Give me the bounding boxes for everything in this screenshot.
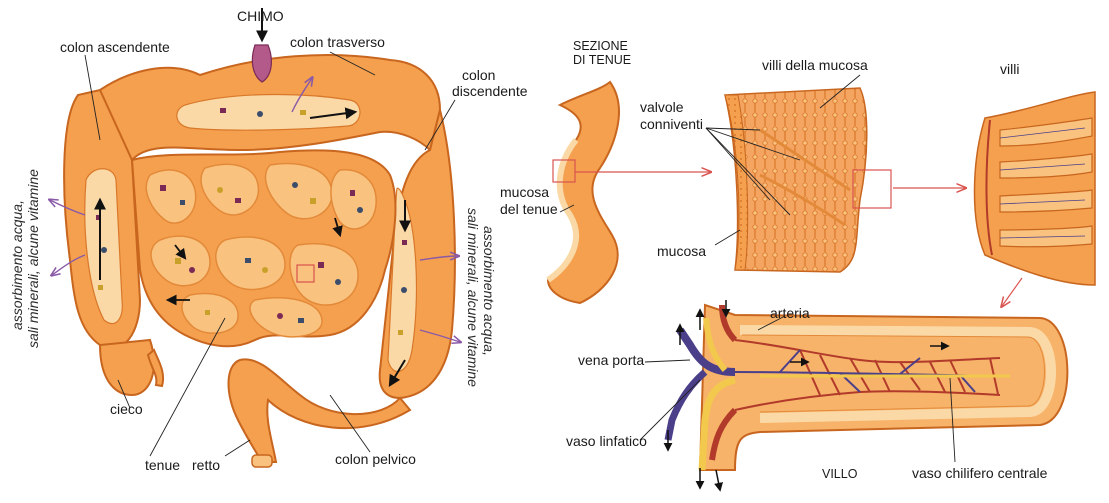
label-villi: villi [1000,61,1019,77]
label-sezione-2: DI TENUE [573,53,631,67]
large-intestine [50,8,460,467]
label-valvole-1: valvole [640,99,684,115]
villus [668,300,1067,490]
label-colon-discendente-1: colon [462,67,495,83]
label-chimo: CHIMO [237,8,284,24]
label-vaso-linfatico: vaso linfatico [566,433,647,449]
label-absorb-left-1: assorbimento acqua, [9,200,25,330]
label-villi-mucosa: villi della mucosa [762,57,868,73]
label-absorb-right: assorbimento acqua, sali minerali, alcun… [465,208,497,387]
label-valvole-2: conniventi [640,116,703,132]
label-colon-pelvico: colon pelvico [335,451,416,467]
cecum [100,340,154,395]
label-retto: retto [192,457,220,473]
label-villo: VILLO [822,467,858,481]
small-intestine-section [548,82,1095,490]
rectum-end [252,455,272,467]
label-tenue: tenue [145,457,180,473]
label-colon-ascendente: colon ascendente [60,39,170,55]
label-absorb-right-1: assorbimento acqua, [481,226,497,356]
label-mucosa-tenue-1: mucosa [500,184,549,200]
label-colon-trasverso: colon trasverso [290,34,385,50]
label-absorb-left-2: sali minerali, alcune vitamine [25,169,41,348]
label-vena-porta: vena porta [578,352,644,368]
label-mucosa: mucosa [657,243,706,259]
label-mucosa-tenue-2: del tenue [500,201,558,217]
label-sezione-1: SEZIONE [573,39,628,53]
label-arteria: arteria [770,305,810,321]
label-absorb-right-2: sali minerali, alcune vitamine [465,208,481,387]
label-absorb-left: assorbimento acqua, sali minerali, alcun… [9,169,41,348]
label-cieco: cieco [110,401,143,417]
label-vaso-chilifero: vaso chilifero centrale [912,465,1048,481]
label-colon-discendente-2: discendente [452,83,528,99]
